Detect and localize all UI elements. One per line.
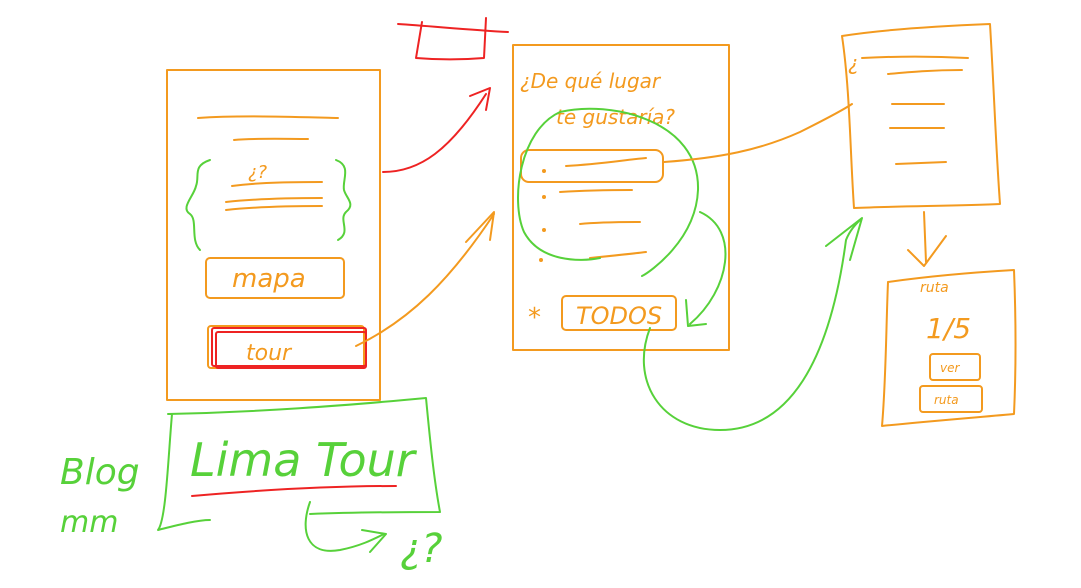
all-button-label: TODOS <box>576 302 662 330</box>
all-button-star: * <box>528 303 541 333</box>
screen-4-rating: 1/5 <box>926 312 971 345</box>
screen-1-question-group: ¿? <box>185 159 352 251</box>
screen-3-detail: ¿ <box>841 23 1001 209</box>
blog-note: Blog mm <box>60 452 140 540</box>
brand-logo-block: Lima Tour <box>157 397 441 531</box>
all-places-button[interactable]: * TODOS <box>528 295 677 333</box>
brand-frame <box>157 397 441 531</box>
tour-button-label: tour <box>246 341 293 366</box>
screen-4-title: ruta <box>920 280 949 296</box>
place-item[interactable] <box>542 221 641 232</box>
screen-4-route: ruta 1/5 ver ruta <box>881 269 1017 427</box>
red-arrow-to-screen-2 <box>382 87 491 173</box>
screen-3-frame <box>841 23 1001 209</box>
blog-label: Blog <box>60 452 140 493</box>
place-list <box>520 149 664 262</box>
screen-4-button-2[interactable]: ruta <box>919 385 983 413</box>
map-button[interactable]: mapa <box>205 257 345 299</box>
screen-1-frame <box>166 69 381 401</box>
screen-2-places: ¿De qué lugar te gustaría? <box>512 44 730 351</box>
screen-4-frame <box>881 269 1017 427</box>
screen-1-home: ¿? mapa tour <box>166 69 381 401</box>
green-selection-loop <box>517 107 700 277</box>
screen-3-question-mark: ¿ <box>848 51 859 75</box>
annotation-question: ¿? <box>400 526 442 572</box>
brand-underline <box>191 485 397 497</box>
place-item[interactable] <box>542 189 633 199</box>
left-brace <box>185 159 211 251</box>
place-item[interactable] <box>539 251 647 262</box>
map-button-label: mapa <box>232 264 306 294</box>
green-hook-arrow <box>685 211 727 327</box>
top-red-placeholder <box>397 17 509 61</box>
brand-name: Lima Tour <box>190 433 418 487</box>
right-brace <box>335 159 352 241</box>
brand-question-annotation: ¿? <box>304 501 442 572</box>
screen-1-question-mark: ¿? <box>248 162 268 183</box>
orange-arrow-tour-to-screen-2 <box>355 211 495 347</box>
orange-arrow-to-screen-4 <box>907 211 947 267</box>
orange-connector-to-screen-3 <box>663 103 853 163</box>
blog-scribble: mm <box>60 505 118 540</box>
place-item-selected[interactable] <box>520 149 664 183</box>
green-loop-todos-to-screen-3 <box>642 217 863 431</box>
tour-button[interactable]: tour <box>207 325 367 369</box>
screen-1-header-lines <box>197 115 339 141</box>
screen-4-button-1[interactable]: ver <box>929 353 981 381</box>
screen-4-button-2-label: ruta <box>934 393 959 407</box>
screen-2-question-line1: ¿De qué lugar <box>520 69 662 93</box>
screen-4-button-1-label: ver <box>940 361 960 375</box>
screen-2-frame <box>512 44 730 351</box>
